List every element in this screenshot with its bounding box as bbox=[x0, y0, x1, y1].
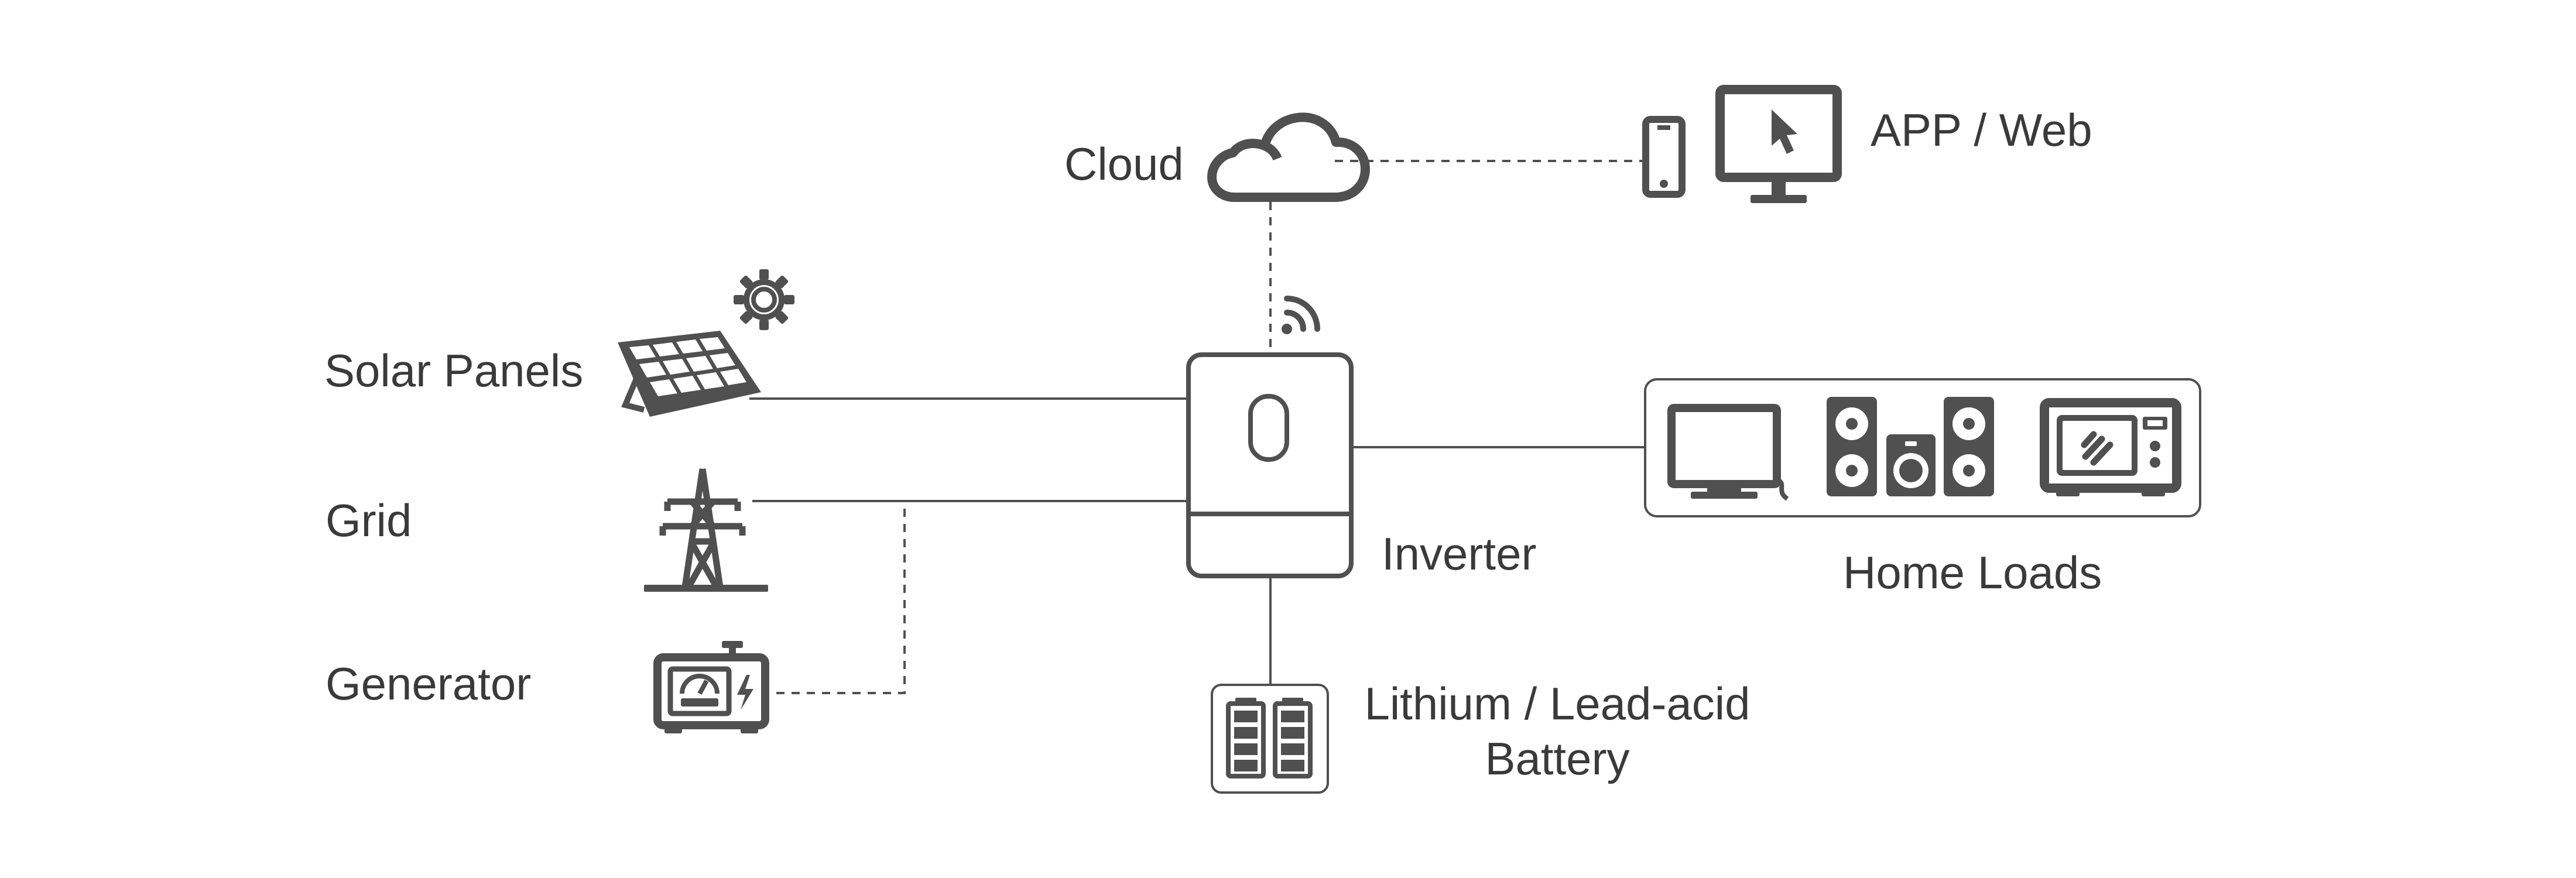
home-loads-box bbox=[1644, 378, 2201, 517]
transmission-tower-icon bbox=[644, 468, 768, 592]
generator-icon bbox=[653, 641, 769, 733]
cloud-label: Cloud bbox=[1064, 138, 1184, 190]
sun-icon bbox=[734, 269, 794, 330]
smartphone-icon bbox=[1642, 116, 1686, 198]
television-icon bbox=[1667, 404, 1789, 501]
generator-to-grid-dashed-line bbox=[761, 505, 906, 694]
speakers-icon bbox=[1827, 397, 1994, 496]
inverter-label: Inverter bbox=[1382, 528, 1537, 579]
battery-label-line-2: Battery bbox=[1485, 732, 1630, 784]
cloud-icon bbox=[1207, 112, 1370, 202]
battery-label: Lithium / Lead-acid Battery bbox=[1347, 677, 1768, 786]
wifi-signal-icon bbox=[1282, 296, 1320, 334]
solar-panels-label: Solar Panels bbox=[324, 345, 584, 396]
monitor-cursor-icon bbox=[1715, 85, 1842, 203]
generator-label: Generator bbox=[326, 658, 532, 709]
solar-panel-icon bbox=[618, 331, 761, 417]
connections bbox=[749, 160, 1645, 694]
battery-icon bbox=[1211, 684, 1329, 794]
inverter-icon bbox=[1186, 352, 1354, 578]
grid-label: Grid bbox=[326, 495, 412, 546]
battery-label-line-1: Lithium / Lead-acid bbox=[1364, 678, 1751, 729]
app-web-label: APP / Web bbox=[1871, 104, 2092, 156]
home-loads-label: Home Loads bbox=[1843, 547, 2102, 598]
microwave-icon bbox=[2040, 398, 2181, 496]
